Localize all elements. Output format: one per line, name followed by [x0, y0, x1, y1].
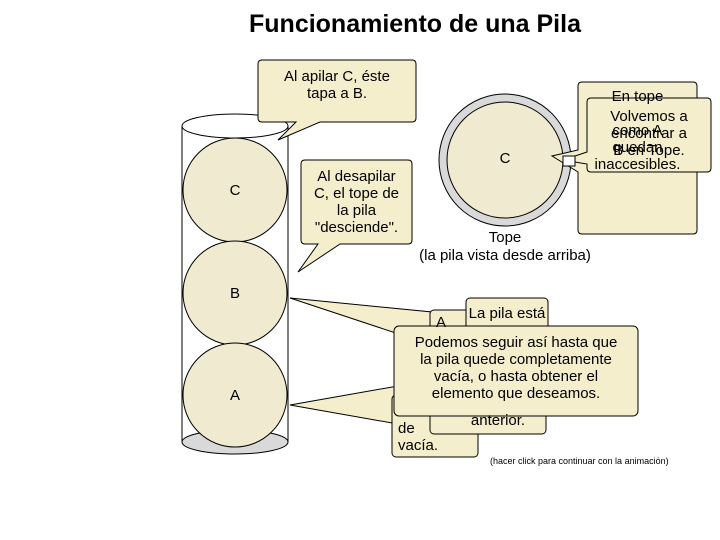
tope-marker — [562, 155, 576, 167]
callout-top-front-text: Volvemos a encontrar a B en Tope. — [610, 108, 688, 159]
callout-top-front — [562, 97, 712, 173]
callout-empty-back3-text: anterior. — [470, 412, 526, 429]
callout-pop-text: Al desapilar C, el tope de la pila "desc… — [313, 168, 400, 236]
top-view-caption-line1: Tope — [488, 229, 522, 246]
callout-pop — [297, 159, 413, 273]
disk-a — [182, 342, 288, 448]
footer-note: (hacer click para continuar con la anima… — [490, 456, 669, 466]
callout-empty-back2-text: La pila está — [468, 305, 546, 322]
top-view-caption-line2: (la pila vista desde arriba) — [419, 247, 591, 264]
callout-push-text: Al apilar C, éste tapa a B. — [284, 68, 390, 102]
page-title: Funcionamiento de una Pila — [249, 10, 581, 38]
callout-empty-back1-text: A — [436, 314, 447, 331]
disk-b-label: B — [229, 285, 240, 302]
disk-c-label: C — [229, 182, 241, 199]
callout-empty-back4-text: de vacía. — [398, 420, 439, 454]
top-view-disk-label: C — [499, 150, 511, 167]
callout-final-text: Podemos seguir así hasta que la pila que… — [414, 334, 618, 402]
disk-a-label: A — [229, 387, 240, 404]
callout-top-back-text: En tope como A quedan inaccesibles. — [594, 88, 681, 173]
callout-final — [393, 325, 639, 417]
callout-push — [257, 59, 417, 141]
